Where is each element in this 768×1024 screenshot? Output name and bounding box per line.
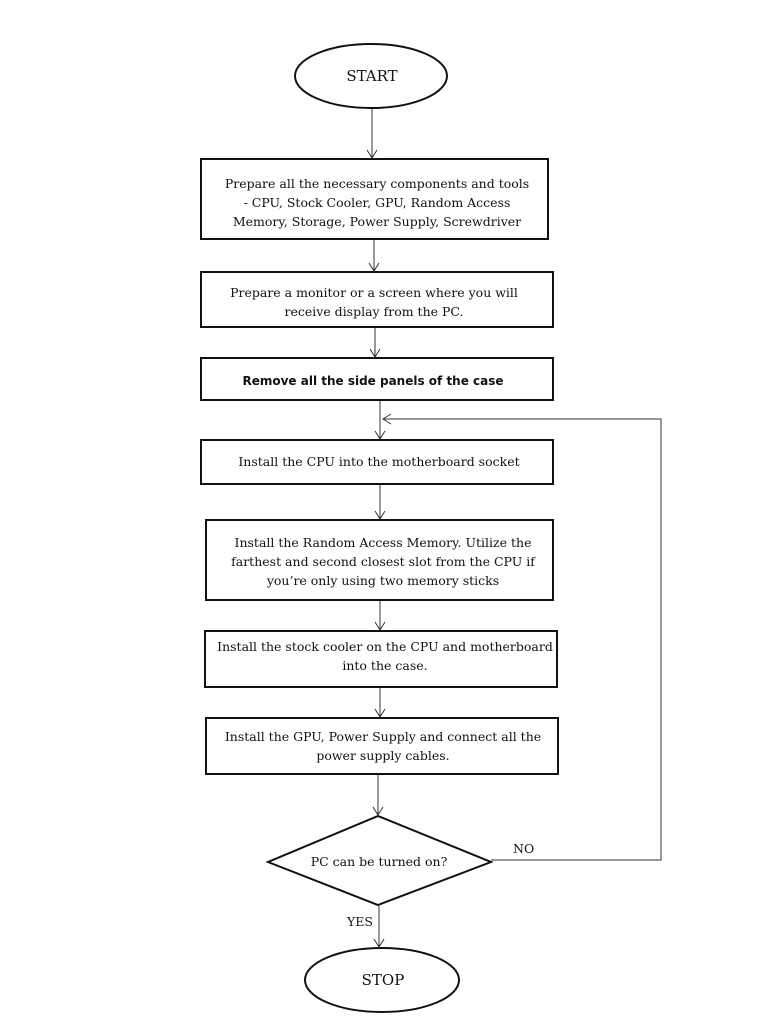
step-text-line: Prepare all the necessary components and… <box>225 176 529 191</box>
step-text-line: Prepare a monitor or a screen where you … <box>230 285 518 300</box>
yes-branch-label: YES <box>346 914 373 929</box>
connector-step3-to-step4 <box>374 401 386 440</box>
step-text-line: Memory, Storage, Power Supply, Screwdriv… <box>233 214 521 229</box>
decision-diamond <box>265 814 494 907</box>
step-text-line: Install the Random Access Memory. Utiliz… <box>235 535 532 550</box>
step-install-cooler: Install the stock cooler on the CPU and … <box>204 630 558 688</box>
step-box <box>200 357 554 401</box>
step-install-ram: Install the Random Access Memory. Utiliz… <box>205 519 554 601</box>
connector-step4-to-step5 <box>374 485 386 520</box>
step-box <box>200 439 554 485</box>
step-box <box>200 271 554 328</box>
start-ellipse <box>294 43 448 109</box>
step-remove-side-panels: Remove all the side panels of the case <box>200 357 554 401</box>
step-prepare-components: Prepare all the necessary components and… <box>200 158 549 240</box>
decision-pc-turns-on: PC can be turned on? <box>265 814 494 907</box>
connector-decision-yes-to-stop <box>373 906 385 948</box>
step-box <box>204 630 558 688</box>
step-install-cpu: Install the CPU into the motherboard soc… <box>200 439 554 485</box>
step-text-line: - CPU, Stock Cooler, GPU, Random Access <box>244 195 511 210</box>
step-text-line: receive display from the PC. <box>284 304 463 319</box>
step-install-gpu-psu: Install the GPU, Power Supply and connec… <box>205 717 559 775</box>
connector-step6-to-step7 <box>374 688 386 718</box>
connector-start-to-step1 <box>366 109 378 159</box>
connector-step2-to-step3 <box>369 328 381 358</box>
step-text-line: Install the GPU, Power Supply and connec… <box>225 729 541 744</box>
stop-ellipse <box>304 947 460 1013</box>
connector-decision-no-loop <box>382 413 662 861</box>
connector-step1-to-step2 <box>368 240 380 272</box>
connector-step7-to-decision <box>372 775 384 816</box>
decision-label: PC can be turned on? <box>311 854 448 869</box>
step-text-line: Remove all the side panels of the case <box>242 374 503 388</box>
step-box <box>205 717 559 775</box>
step-box <box>200 158 549 240</box>
start-terminal: START <box>294 43 448 109</box>
stop-terminal: STOP <box>304 947 460 1013</box>
step-text-line: Install the CPU into the motherboard soc… <box>238 454 519 469</box>
start-label: START <box>346 67 397 85</box>
no-branch-label: NO <box>513 841 534 856</box>
step-text-line: farthest and second closest slot from th… <box>231 554 536 569</box>
step-text-line: Install the stock cooler on the CPU and … <box>217 639 553 654</box>
step-text-line: power supply cables. <box>316 748 449 763</box>
step-text-line: into the case. <box>342 658 427 673</box>
step-box <box>205 519 554 601</box>
stop-label: STOP <box>362 971 405 989</box>
connector-step5-to-step6 <box>374 601 386 631</box>
step-prepare-monitor: Prepare a monitor or a screen where you … <box>200 271 554 328</box>
step-text-line: you’re only using two memory sticks <box>266 573 499 588</box>
